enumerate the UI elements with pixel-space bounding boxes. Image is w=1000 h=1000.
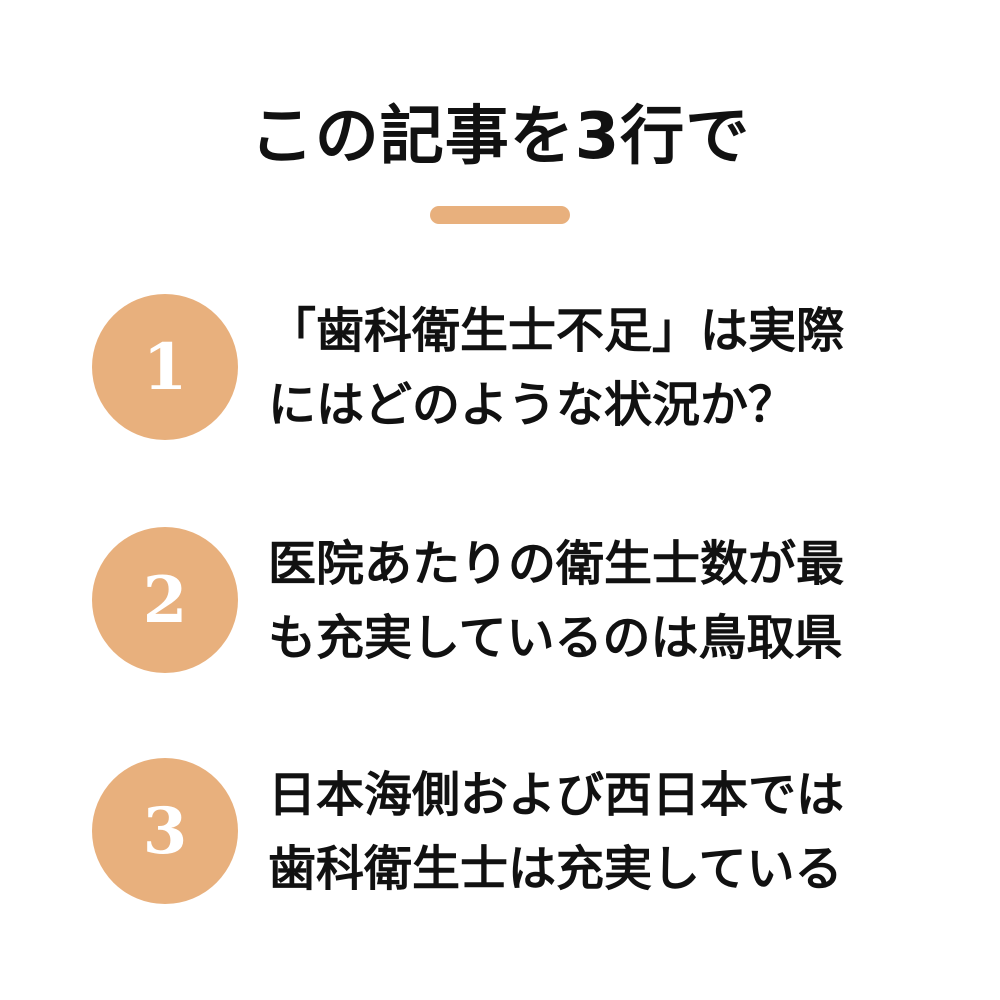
summary-item-2: 2 医院あたりの衛生士数が最 も充実しているのは鳥取県: [0, 527, 1000, 677]
summary-line: 「歯科衛生士不足」は実際: [268, 303, 845, 359]
number-badge-2: 2: [92, 527, 238, 673]
summary-line: にはどのような状況か？: [268, 377, 797, 433]
summary-item-3: 3 日本海側および西日本では 歯科衛生士は充実している: [0, 758, 1000, 908]
summary-text-1: 「歯科衛生士不足」は実際 にはどのような状況か？: [268, 294, 968, 442]
summary-text-3: 日本海側および西日本では 歯科衛生士は充実している: [268, 758, 968, 906]
summary-line: 医院あたりの衛生士数が最: [268, 536, 845, 592]
title-underline: [430, 206, 570, 224]
summary-text-2: 医院あたりの衛生士数が最 も充実しているのは鳥取県: [268, 527, 968, 675]
summary-line: 歯科衛生士は充実している: [268, 841, 843, 897]
summary-line: 日本海側および西日本では: [268, 767, 845, 823]
summary-line: も充実しているのは鳥取県: [268, 610, 843, 666]
page-title: この記事を3行で: [249, 100, 751, 174]
number-badge-3: 3: [92, 758, 238, 904]
number-badge-1: 1: [92, 294, 238, 440]
summary-item-1: 1 「歯科衛生士不足」は実際 にはどのような状況か？: [0, 294, 1000, 444]
